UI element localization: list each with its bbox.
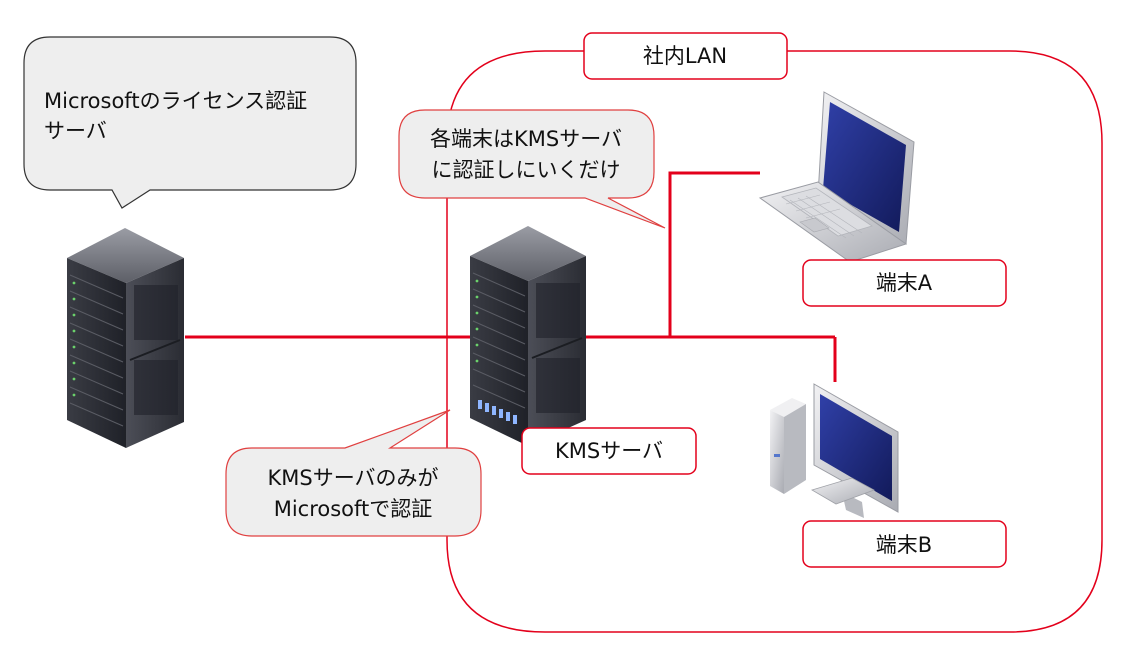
ms-callout-line2: サーバ bbox=[44, 119, 107, 143]
ms-server-callout: Microsoftのライセンス認証 サーバ bbox=[23, 36, 357, 209]
ms-callout-line1: Microsoftのライセンス認証 bbox=[44, 89, 307, 113]
kms-callout-line2: Microsoftで認証 bbox=[274, 497, 433, 521]
clients-callout-line2: に認証しにいくだけ bbox=[432, 158, 621, 182]
clients-callout: 各端末はKMSサーバ に認証しにいくだけ bbox=[398, 109, 666, 229]
desktop-pc-icon bbox=[770, 383, 899, 518]
network-lines bbox=[185, 171, 837, 382]
ms-server-icon bbox=[67, 228, 184, 448]
kms-callout: KMSサーバのみが Microsoftで認証 bbox=[225, 409, 482, 537]
lan-title-label: 社内LAN bbox=[583, 32, 788, 80]
lan-boundary bbox=[446, 50, 1103, 633]
laptop-icon bbox=[758, 91, 915, 263]
terminal-b-label: 端末B bbox=[802, 520, 1007, 568]
lan-title-text: 社内LAN bbox=[643, 44, 727, 68]
line-to-terminal-a bbox=[668, 171, 760, 337]
kms-callout-line1: KMSサーバのみが bbox=[267, 466, 438, 490]
terminal-a-label-text: 端末A bbox=[876, 271, 933, 295]
kms-server-label: KMSサーバ bbox=[521, 427, 697, 475]
terminal-b-label-text: 端末B bbox=[876, 533, 932, 557]
kms-server-label-text: KMSサーバ bbox=[555, 439, 663, 463]
clients-callout-line1: 各端末はKMSサーバ bbox=[430, 127, 622, 151]
terminal-a-label: 端末A bbox=[802, 259, 1007, 307]
kms-server-icon bbox=[470, 226, 586, 446]
